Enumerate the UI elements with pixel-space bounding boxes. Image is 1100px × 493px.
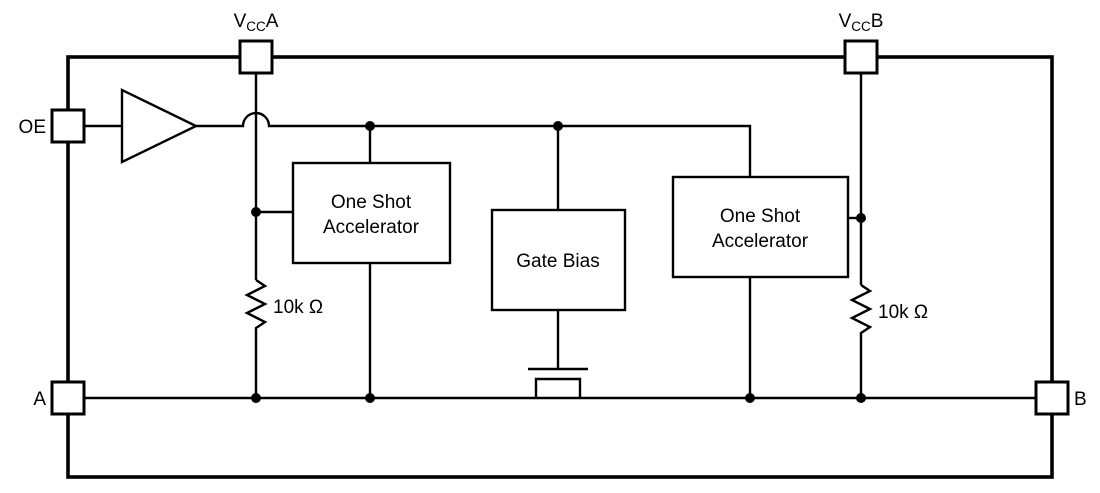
a-pin-label: A <box>33 389 46 410</box>
vcca-pin-label: VCCA <box>234 11 279 34</box>
junction-dot <box>745 393 755 403</box>
resistor-r2-icon <box>849 284 873 340</box>
junction-dot <box>365 393 375 403</box>
resistor-r1-icon <box>244 279 268 335</box>
chip-boundary <box>66 55 1054 479</box>
resistor-r2-label: 10k Ω <box>878 302 928 323</box>
junction-dot <box>365 121 375 131</box>
junction-dot <box>251 393 261 403</box>
oneshot2-block <box>671 175 850 279</box>
oe-net-wire <box>196 111 752 177</box>
b-pin-label: B <box>1074 389 1087 410</box>
oneshot1-block <box>291 161 452 265</box>
b-pin <box>1034 380 1070 416</box>
resistor-r1-label: 10k Ω <box>273 297 323 318</box>
vccb-pin-label: VCCB <box>839 11 884 34</box>
wires <box>84 73 1036 400</box>
junction-dot <box>856 393 866 403</box>
mosfet-icon <box>528 367 588 398</box>
oe-pin-label: OE <box>19 117 46 138</box>
junction-dot <box>553 121 563 131</box>
vccb-pin <box>843 39 879 75</box>
gatebias-block <box>490 208 627 312</box>
vcca-pin <box>238 39 274 75</box>
junction-dot <box>251 207 261 217</box>
buffer-triangle-icon <box>120 88 199 164</box>
gatebias-label: Gate Bias <box>516 251 599 272</box>
oe-pin <box>50 108 86 144</box>
mosfet-channel <box>534 377 582 398</box>
a-pin <box>50 380 86 416</box>
junction-dot <box>856 213 866 223</box>
junction-dots <box>251 121 866 403</box>
